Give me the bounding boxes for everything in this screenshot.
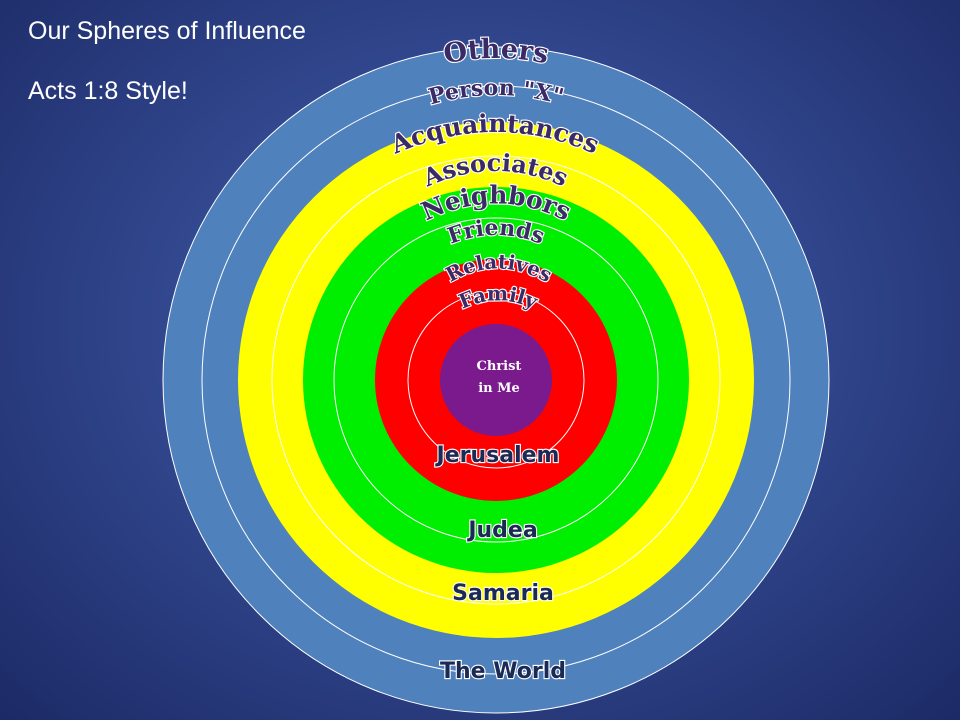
- outer-edge: [162, 46, 830, 714]
- acquaintances-associates-divider: [271, 155, 721, 605]
- slide-title: Our Spheres of Influence: [28, 17, 306, 45]
- others-person-x-divider: [201, 85, 791, 675]
- center-label-line1: Christ: [477, 359, 522, 374]
- label-the-world: The World: [440, 659, 566, 684]
- label-jerusalem: Jerusalem: [435, 443, 560, 468]
- neighbors-friends-divider: [333, 217, 659, 543]
- label-samaria: Samaria: [452, 581, 554, 606]
- center-label-line2: in Me: [478, 381, 520, 396]
- label-judea: Judea: [466, 518, 537, 543]
- christ-in-me-circle: [440, 324, 552, 436]
- relatives-family-divider: [407, 291, 585, 469]
- slide-subtitle: Acts 1:8 Style!: [28, 77, 188, 105]
- label-others: Others: [441, 34, 551, 70]
